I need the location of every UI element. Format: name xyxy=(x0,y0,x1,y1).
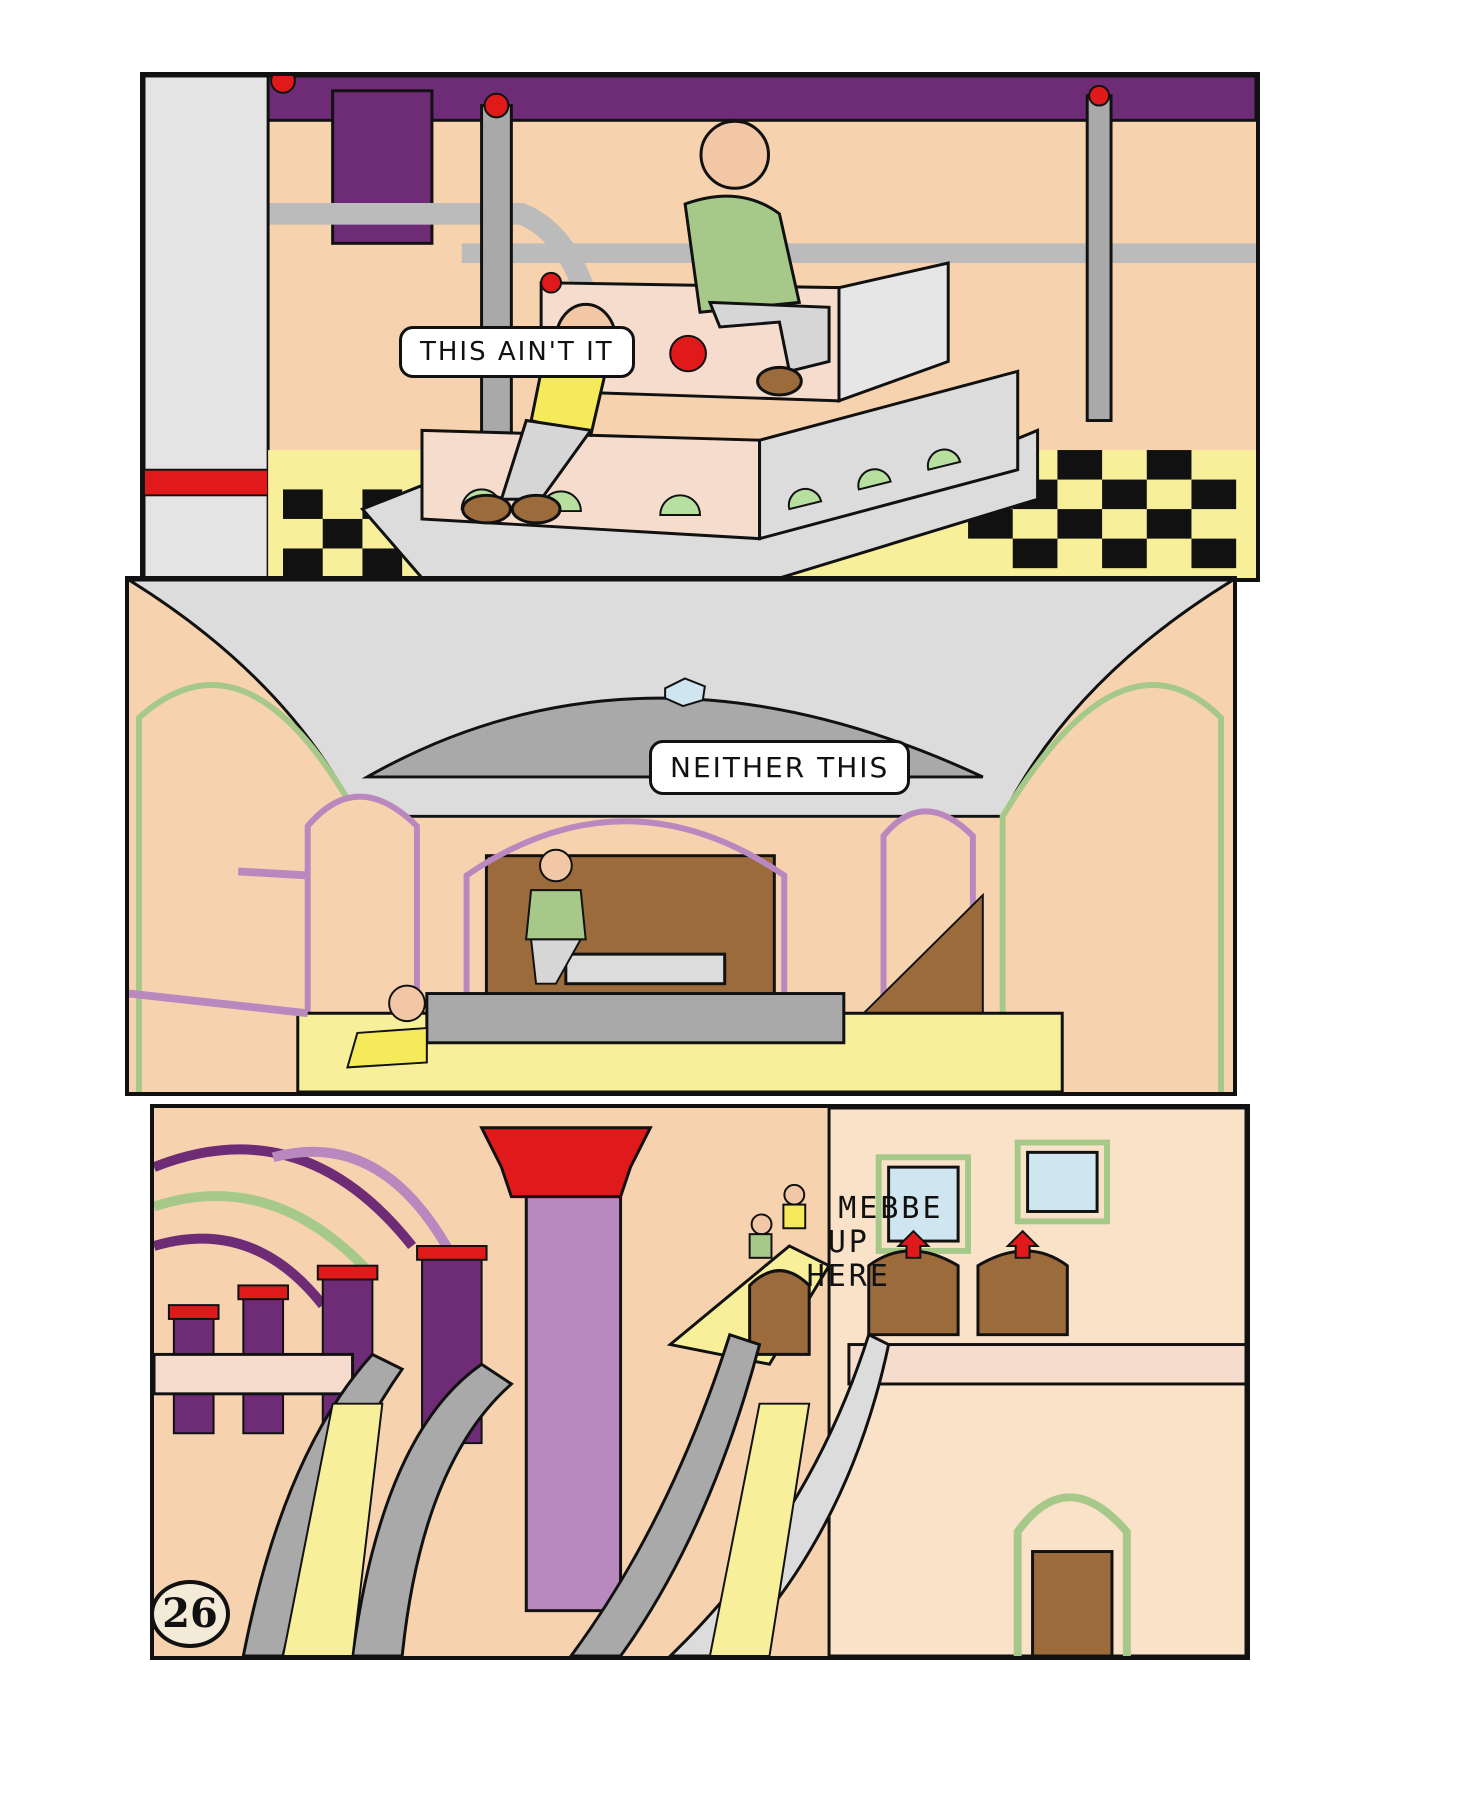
page-number-text: 26 xyxy=(162,1590,218,1637)
man-green-shirt xyxy=(748,1213,773,1259)
balustrade-left xyxy=(154,1352,355,1396)
door-arch xyxy=(748,1269,811,1356)
left-window xyxy=(304,793,420,1014)
speech-text: NEITHER THIS xyxy=(670,751,890,784)
center-stair-rail xyxy=(351,1362,514,1656)
raised-box-side xyxy=(837,261,950,403)
arched-doors-upper xyxy=(867,1249,1069,1337)
speech-bubble: NEITHER THIS xyxy=(649,740,911,795)
stair-steps xyxy=(282,1402,811,1656)
stage-platform xyxy=(425,992,846,1045)
panel-1: THIS AIN'T IT xyxy=(140,72,1260,582)
gray-pole xyxy=(480,104,513,442)
speech-text: MEBBE UP HERE xyxy=(806,1191,944,1294)
purple-ceiling xyxy=(144,76,1256,122)
stage-arch xyxy=(463,818,788,1014)
panel-2-artwork xyxy=(129,580,1233,1092)
vaulted-arches xyxy=(154,1144,457,1309)
column-capitals xyxy=(167,1245,488,1320)
lavender-rail xyxy=(129,989,309,1018)
right-arch xyxy=(999,682,1225,1092)
red-band xyxy=(144,468,270,497)
speech-caption: MEBBE UP HERE xyxy=(754,1158,944,1328)
panel-1-artwork xyxy=(144,76,1256,578)
big-white-column xyxy=(144,76,270,578)
speech-text: THIS AIN'T IT xyxy=(420,337,614,367)
man-yellow-shirt xyxy=(346,984,428,1069)
central-lavender-column xyxy=(524,1195,623,1613)
speech-bubble: THIS AIN'T IT xyxy=(399,326,635,378)
man-yellow-shirt xyxy=(782,1183,807,1230)
red-arrow-ornaments xyxy=(896,1229,1040,1259)
platform-front xyxy=(420,428,762,541)
red-knob xyxy=(270,76,296,94)
panel-3: MEBBE UP HERE xyxy=(150,1104,1250,1660)
man-green-shirt xyxy=(683,119,831,397)
red-knob xyxy=(1088,84,1111,107)
bottom-door-arch xyxy=(1013,1493,1131,1656)
column-capital-red xyxy=(479,1126,653,1199)
panel-2: NEITHER THIS xyxy=(125,576,1237,1096)
stair-rail xyxy=(569,1332,762,1656)
red-knob xyxy=(483,92,510,119)
windows xyxy=(887,1150,1099,1243)
left-arch xyxy=(135,682,361,1092)
red-knob xyxy=(540,271,562,294)
red-knob xyxy=(669,334,707,373)
lavender-rail xyxy=(237,867,308,880)
man-green-shirt xyxy=(525,848,587,985)
page-number: 26 xyxy=(150,1580,230,1648)
bench xyxy=(564,952,727,986)
bottom-door xyxy=(1031,1550,1114,1656)
panel-3-artwork xyxy=(154,1108,1246,1656)
gray-pole xyxy=(1085,94,1113,422)
ceiling-ornament xyxy=(664,677,706,708)
platform-side xyxy=(758,369,1020,541)
balustrade xyxy=(847,1343,1246,1386)
